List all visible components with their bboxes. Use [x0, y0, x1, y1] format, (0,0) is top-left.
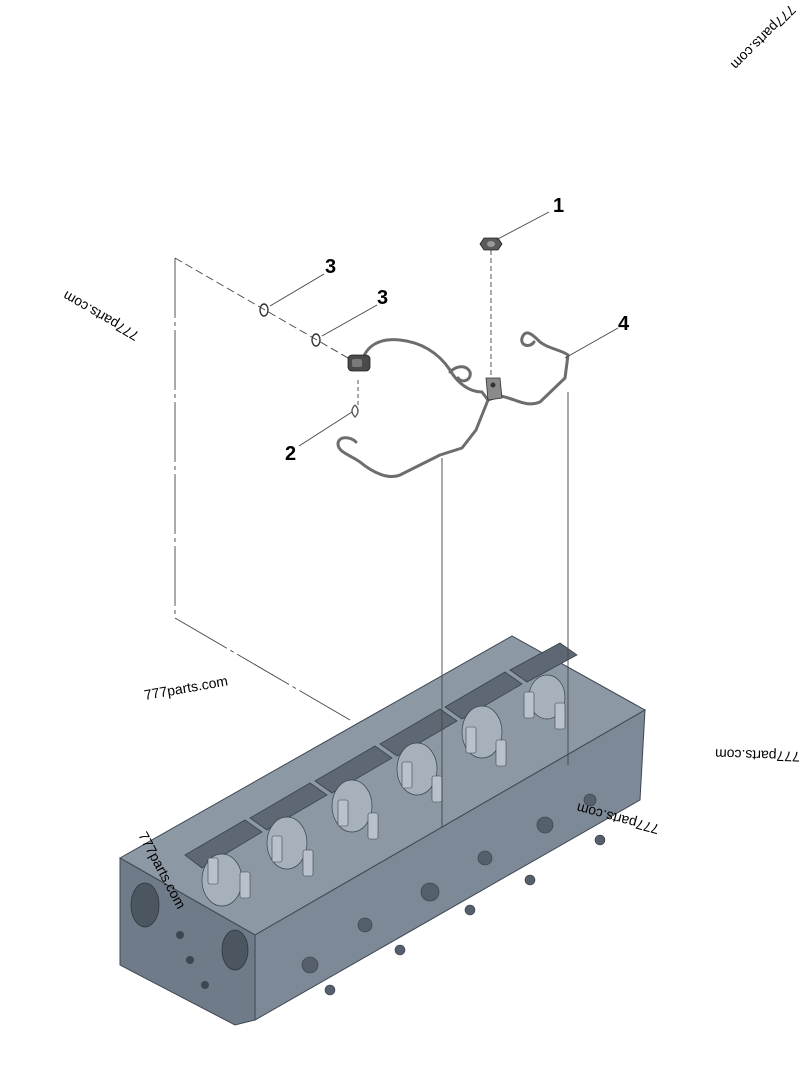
- flange-screw: [479, 237, 503, 251]
- retaining-clip: [351, 404, 359, 418]
- callout-2: 2: [285, 443, 296, 465]
- callout-1: 1: [553, 195, 564, 217]
- harness-bracket: [485, 377, 503, 401]
- o-ring-upper: [259, 303, 269, 317]
- callout-4: 4: [618, 313, 630, 335]
- watermark-left: 777parts.com: [60, 288, 141, 344]
- assembly-lines: [174, 250, 569, 828]
- watermark-right-edge: 777parts.com: [715, 746, 800, 765]
- watermark-top-right: 777parts.com: [728, 2, 799, 73]
- callout-3-upper: 3: [325, 256, 336, 278]
- callout-3-lower: 3: [377, 287, 388, 309]
- o-ring-lower: [311, 333, 321, 347]
- cylinder-head: [118, 635, 647, 1026]
- callout-leaders: [269, 211, 619, 447]
- harness-connector: [347, 354, 371, 372]
- watermark-center-left: 777parts.com: [143, 672, 229, 702]
- wiring-harness: [336, 331, 570, 478]
